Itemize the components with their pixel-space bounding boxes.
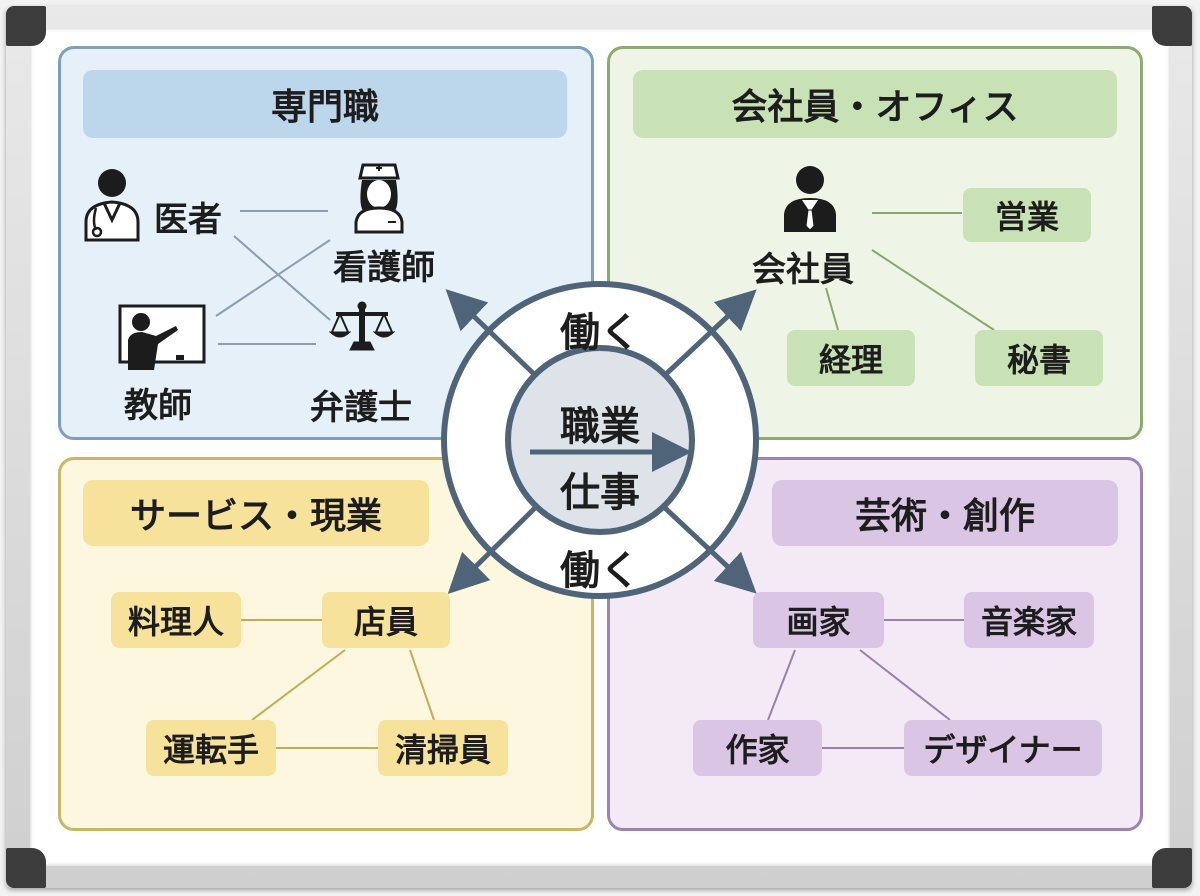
lawyer-label: 弁護士 bbox=[310, 388, 412, 428]
inner-circle bbox=[505, 345, 695, 535]
employee-label: 会社員 bbox=[752, 250, 854, 290]
arrow-to-professional bbox=[445, 289, 537, 377]
doctor-label: 医者 bbox=[154, 200, 222, 240]
writer-tag: 作家 bbox=[693, 720, 822, 776]
arrow-to-office bbox=[663, 289, 757, 377]
cook-tag: 料理人 bbox=[111, 592, 241, 648]
arrow-to-arts bbox=[663, 506, 757, 594]
cleaner-tag: 清掃員 bbox=[378, 720, 508, 776]
line-teacher-nurse bbox=[215, 239, 331, 317]
scales-of-justice-icon bbox=[328, 301, 396, 351]
sales-tag: 営業 bbox=[963, 188, 1091, 242]
clerk-tag: 店員 bbox=[322, 592, 450, 648]
nurse-icon bbox=[354, 163, 404, 234]
center-label-shigoto: 仕事 bbox=[560, 470, 640, 516]
frame-corner-bottom-left bbox=[6, 848, 46, 888]
frame-corner-top-left bbox=[6, 6, 46, 46]
arrow-to-service bbox=[447, 506, 537, 595]
designer-tag: デザイナー bbox=[904, 720, 1102, 776]
office-title: 会社員・オフィス bbox=[633, 70, 1117, 138]
line-employee-secretary bbox=[871, 249, 995, 331]
work-label-bottom: 働く bbox=[560, 548, 640, 594]
line-painter-writer bbox=[767, 649, 796, 721]
doctor-icon bbox=[84, 169, 140, 242]
teacher-icon bbox=[118, 304, 206, 370]
line-employee-accounting bbox=[825, 287, 839, 331]
driver-tag: 運転手 bbox=[146, 720, 276, 776]
musician-tag: 音楽家 bbox=[964, 592, 1094, 648]
professional-title: 専門職 bbox=[83, 70, 567, 138]
accounting-tag: 経理 bbox=[787, 330, 915, 386]
line-clerk-cleaner bbox=[409, 649, 435, 721]
service-title: サービス・現業 bbox=[83, 480, 429, 546]
arts-title: 芸術・創作 bbox=[772, 480, 1118, 546]
line-painter-designer bbox=[859, 649, 951, 721]
secretary-tag: 秘書 bbox=[975, 330, 1103, 386]
teacher-label: 教師 bbox=[124, 386, 192, 426]
center-label-shokugyo: 職業 bbox=[560, 404, 640, 450]
line-clerk-driver bbox=[251, 649, 346, 721]
nurse-label: 看護師 bbox=[333, 248, 435, 288]
work-label-top: 働く bbox=[560, 310, 640, 356]
line-doctor-lawyer bbox=[233, 235, 331, 321]
frame-corner-top-right bbox=[1152, 6, 1192, 46]
frame-corner-bottom-right bbox=[1152, 848, 1192, 888]
painter-tag: 画家 bbox=[753, 592, 884, 648]
businessman-icon bbox=[784, 166, 836, 232]
